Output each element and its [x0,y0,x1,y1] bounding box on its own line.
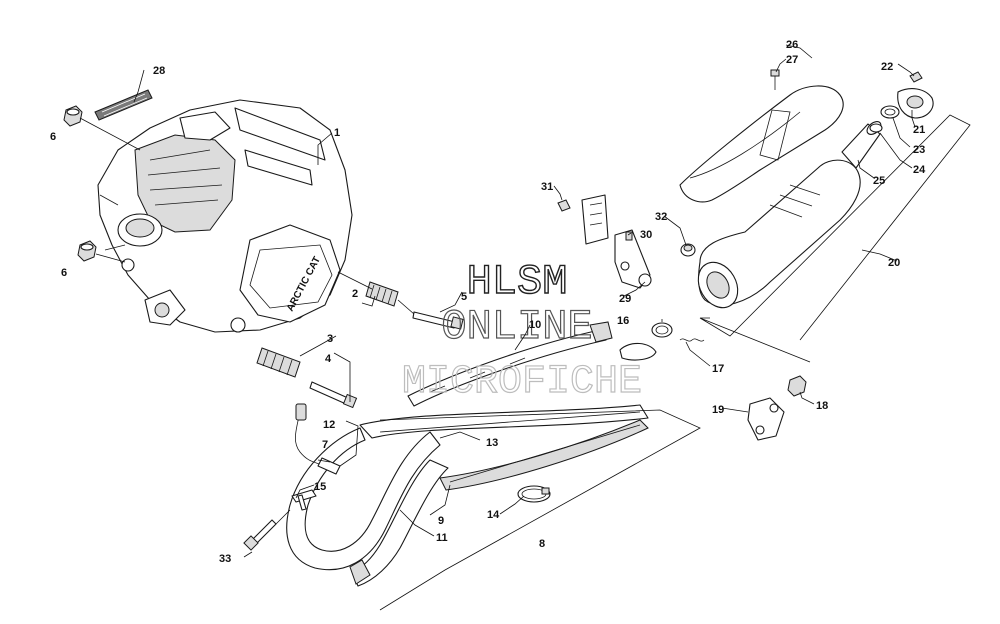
muffler-body [697,159,861,309]
flange-16 [619,342,657,361]
callout-27: 27 [786,54,798,66]
callout-32: 32 [655,211,667,223]
leader-stud-5 [397,299,415,315]
gasket-23 [880,105,900,119]
callout-17: 17 [712,363,724,375]
watermark: HLSM ONLINE MICROFICHE [401,257,642,405]
callout-14: 14 [487,509,500,521]
callout-7: 7 [322,439,328,451]
exhaust-stud-spacer-3 [256,347,301,378]
bracket-mount [581,194,609,245]
screw-27 [770,69,780,90]
clamp-19 [747,397,785,441]
callout-12: 12 [323,419,335,431]
callout-28: 28 [153,65,165,77]
stud-5 [412,311,464,330]
group-line-20 [699,114,971,363]
callout-9: 9 [438,515,444,527]
callout-16: 16 [617,315,629,327]
leader-nut-lower [95,253,126,263]
callout-29: 29 [619,293,631,305]
gasket-16 [651,322,673,338]
callout-18: 18 [816,400,828,412]
clamp-14 [517,485,551,503]
nut-upper [63,105,83,127]
bracket-29 [614,229,652,289]
callout-25: 25 [873,175,885,187]
callout-leaders [133,44,916,558]
leader-nut-upper [79,117,141,151]
callout-5: 5 [461,291,467,303]
nut-lower [77,240,97,262]
engine-assembly: ARCTIC CAT [97,99,353,333]
watermark-line2: ONLINE [441,303,592,351]
callout-31: 31 [541,181,553,193]
callout-6-lower: 6 [61,267,67,279]
callout-10: 10 [529,319,541,331]
callout-26: 26 [786,39,798,51]
o-ring-24 [869,123,883,133]
watermark-line3: MICROFICHE [402,360,642,405]
decal-label [94,89,153,121]
group-line-8 [379,409,701,611]
callout-numbers: 1 2 3 4 5 6 6 7 8 9 10 11 12 13 14 15 16… [50,39,926,565]
callout-33: 33 [219,553,231,565]
callout-24: 24 [913,164,926,176]
bolt-31 [557,199,571,212]
callout-19: 19 [712,404,724,416]
callout-21: 21 [913,124,925,136]
callout-23: 23 [913,144,925,156]
nut-18 [787,375,807,397]
callout-3: 3 [327,333,333,345]
grommet-32 [680,243,696,257]
callout-22: 22 [881,61,893,73]
header-pipe-front [349,459,449,587]
callout-1: 1 [334,127,340,139]
o2-sensor-12 [295,403,341,475]
callout-20: 20 [888,257,900,269]
callout-30: 30 [640,229,652,241]
callout-11: 11 [436,532,448,544]
callout-13: 13 [486,437,498,449]
bolt-33 [243,519,277,551]
callout-4: 4 [325,353,332,365]
stud-4 [309,381,358,409]
callout-2: 2 [352,288,358,300]
heat-shield-13 [359,404,649,439]
heat-shield-10 [407,321,613,407]
callout-15: 15 [314,481,326,493]
leader-bolt-33 [275,509,291,525]
leader-spacer-2 [337,271,373,290]
exhaust-stud-spacer-2 [365,281,399,307]
heat-shield-9 [439,419,649,491]
leader-sensor-7 [317,459,331,463]
callout-8: 8 [539,538,545,550]
muffler-heat-shield-26 [679,85,844,203]
gasket-15 [291,489,317,511]
callout-6-upper: 6 [50,131,56,143]
spring-17 [679,338,705,342]
watermark-line1: HLSM [467,258,568,306]
spark-arrestor-21 [897,88,934,119]
bolt-30 [625,231,633,241]
